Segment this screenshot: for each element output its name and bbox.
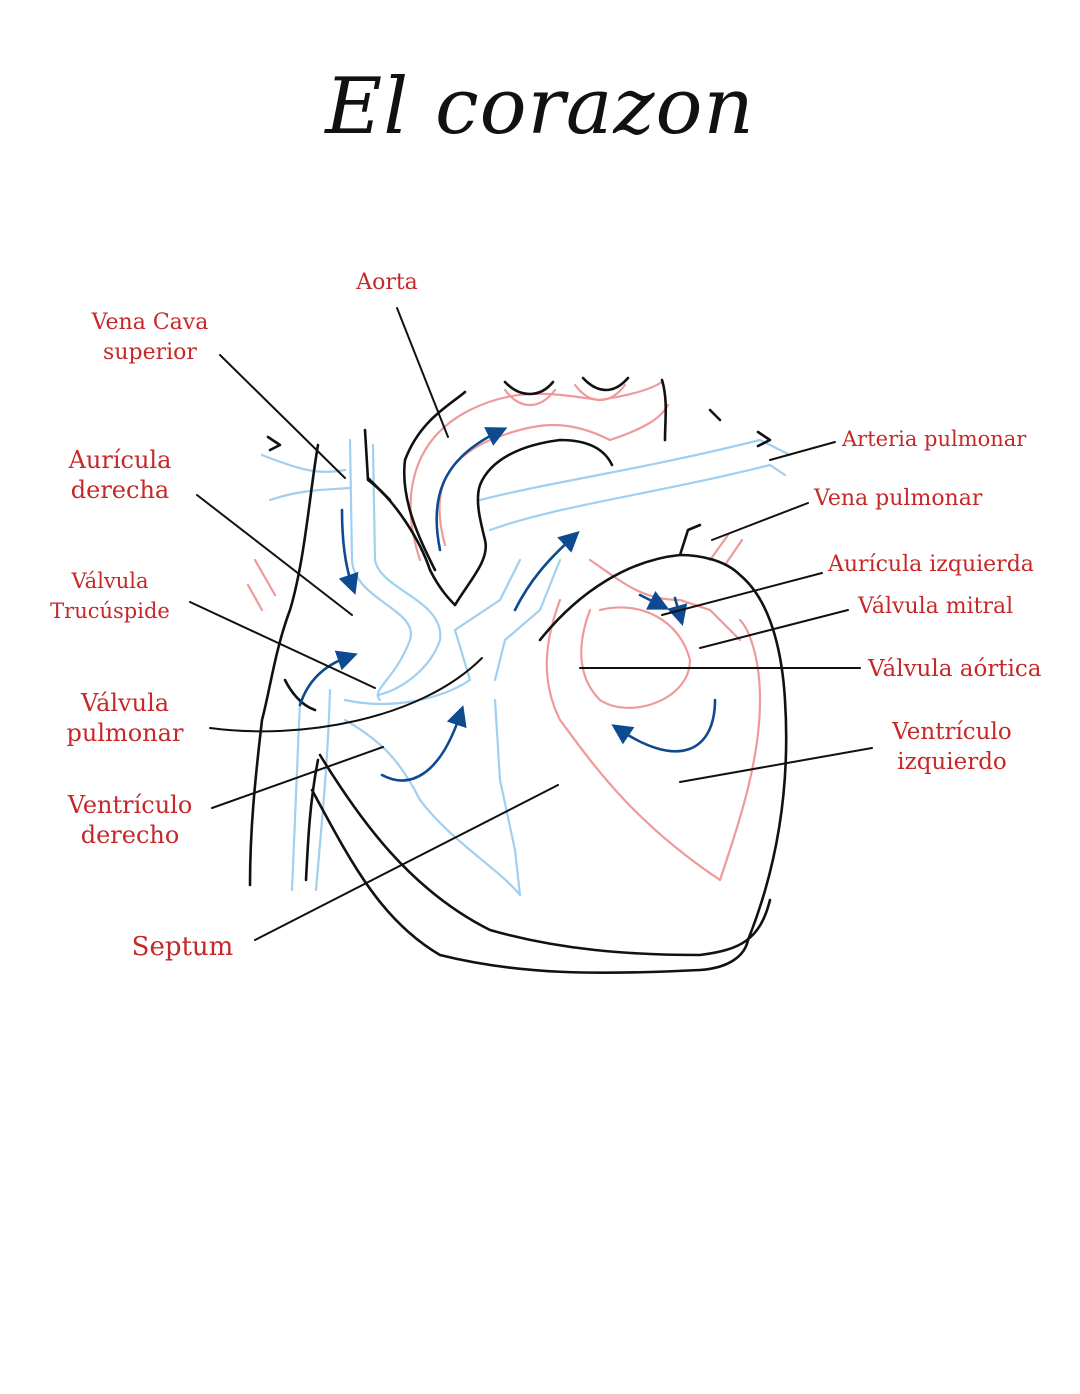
label-valvula-tricuspide: Válvula Trucúspide: [40, 566, 180, 626]
label-auricula-izquierda: Aurícula izquierda: [828, 550, 1034, 580]
leader-septum: [254, 784, 559, 941]
label-line: Aurícula: [68, 446, 172, 474]
leader-valvula-pulmonar: [209, 657, 483, 733]
label-ventriculo-izquierdo: Ventrículo izquierdo: [872, 717, 1032, 777]
leader-valvula-tricuspide: [189, 601, 376, 689]
flow-arrow-1: [338, 508, 359, 595]
label-line: Válvula: [71, 569, 149, 593]
label-arteria-pulmonar-text: Arteria pulmonar: [842, 427, 1027, 451]
flow-arrow-3: [435, 427, 508, 552]
flow-arrow-4: [513, 530, 580, 612]
label-septum: Septum: [115, 932, 250, 962]
leader-auricula-izquierda: [661, 572, 823, 616]
flow-arrow-5: [380, 705, 467, 782]
label-vena-pulmonar: Vena pulmonar: [814, 484, 982, 514]
leader-ventriculo-derecho: [211, 746, 384, 809]
label-line: Ventrículo: [67, 791, 193, 819]
label-line: superior: [103, 340, 197, 365]
label-septum-text: Septum: [131, 932, 234, 962]
label-line: Válvula: [80, 689, 170, 717]
label-aorta-text: Aorta: [356, 270, 418, 295]
label-aorta: Aorta: [340, 268, 434, 298]
right-side-vessels: [260, 438, 792, 897]
flow-arrow-8: [667, 596, 688, 627]
flow-arrow-6: [611, 698, 717, 753]
flow-arrow-7: [638, 591, 670, 610]
label-line: Ventrículo: [892, 719, 1012, 745]
leader-arteria-pulmonar: [769, 441, 836, 461]
label-line: Trucúspide: [50, 599, 170, 623]
leader-valvula-mitral: [699, 609, 849, 649]
label-vena-pulmonar-text: Vena pulmonar: [814, 486, 983, 511]
label-valvula-aortica: Válvula aórtica: [868, 654, 1042, 684]
label-valvula-mitral-text: Válvula mitral: [858, 594, 1014, 619]
label-arteria-pulmonar: Arteria pulmonar: [842, 424, 1026, 454]
leader-aorta: [396, 307, 449, 438]
heart-outline: [248, 376, 788, 975]
blood-flow-arrows: [298, 427, 717, 782]
label-valvula-mitral: Válvula mitral: [858, 592, 1013, 622]
label-valvula-pulmonar: Válvula pulmonar: [55, 688, 195, 748]
leader-vena-pulmonar: [711, 502, 809, 541]
flow-arrow-2: [298, 650, 358, 707]
page-title: El corazon: [325, 62, 755, 152]
label-line: izquierdo: [897, 749, 1007, 775]
leader-lines: [189, 307, 873, 941]
leader-vena-cava-superior: [219, 354, 346, 479]
leader-auricula-derecha: [196, 494, 353, 616]
label-vena-cava-superior: Vena Cava superior: [70, 308, 230, 368]
label-line: derecha: [70, 476, 170, 504]
label-line: pulmonar: [66, 719, 184, 747]
label-valvula-aortica-text: Válvula aórtica: [868, 656, 1042, 682]
label-auricula-derecha: Aurícula derecha: [50, 445, 190, 505]
label-line: Vena Cava: [91, 310, 209, 335]
leader-ventriculo-izquierdo: [679, 747, 873, 783]
label-auricula-izquierda-text: Aurícula izquierda: [828, 552, 1034, 577]
label-ventriculo-derecho: Ventrículo derecho: [50, 790, 210, 850]
label-line: derecho: [80, 821, 180, 849]
